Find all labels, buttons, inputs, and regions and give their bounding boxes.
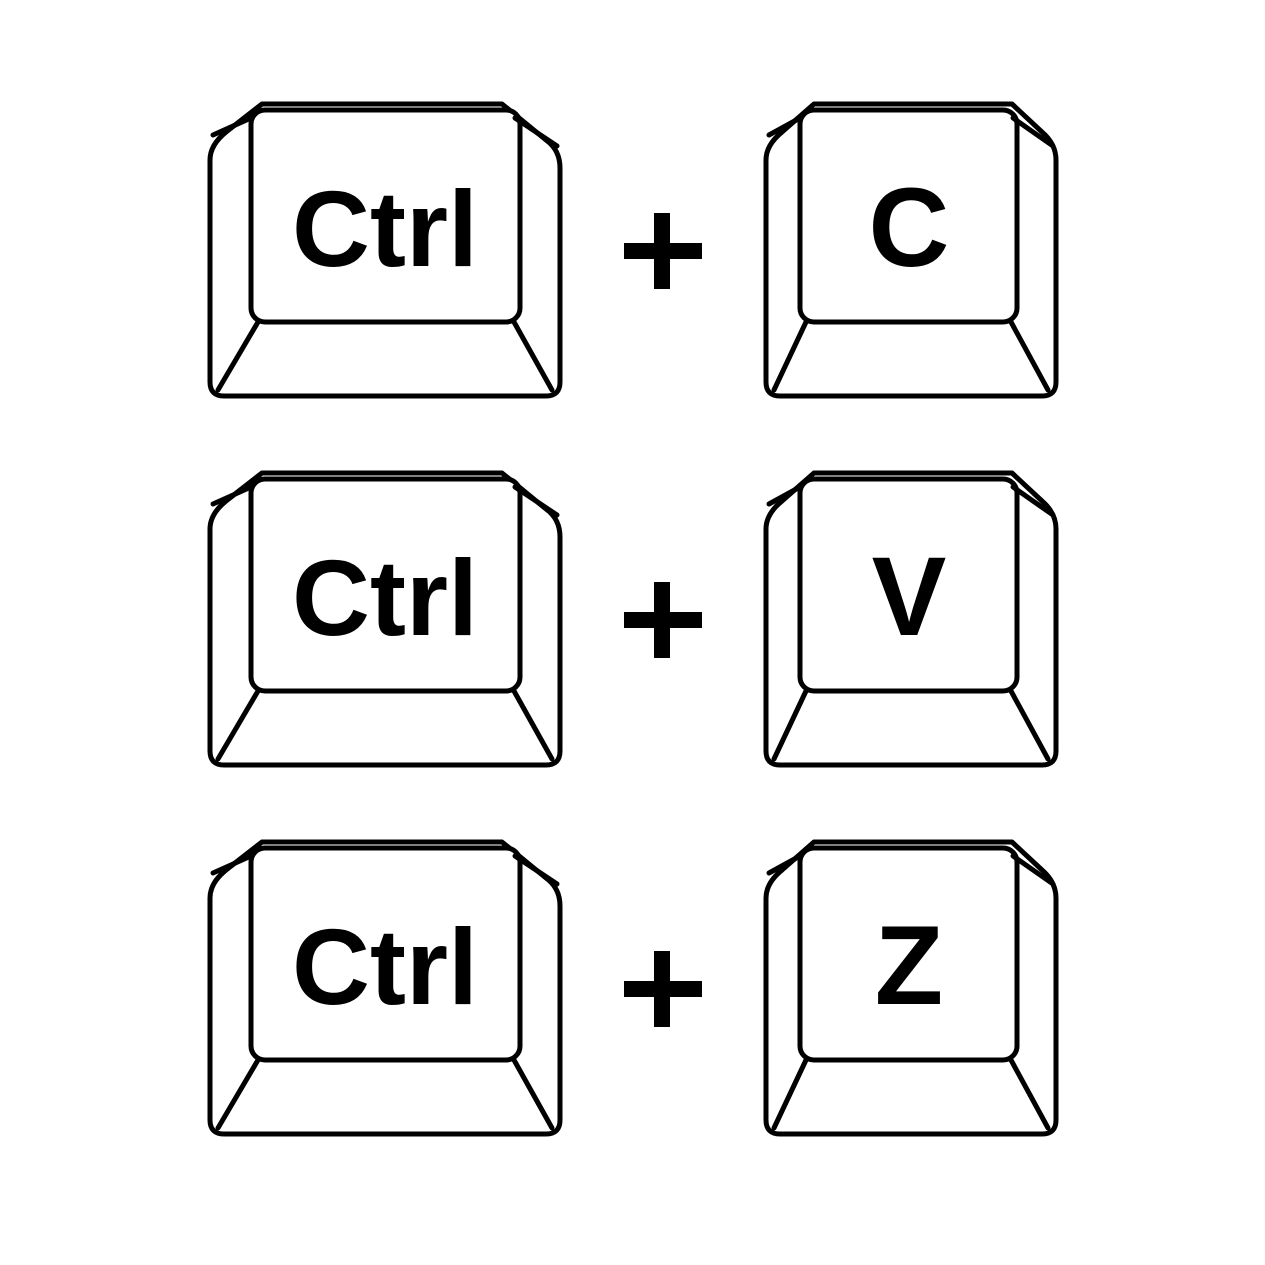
- shortcut-row-paste: Ctrl + V: [207, 470, 1059, 768]
- z-key-icon: Z: [763, 839, 1059, 1137]
- z-key-label: Z: [875, 903, 943, 1028]
- ctrl-key-icon: Ctrl: [207, 101, 563, 399]
- plus-icon: +: [624, 951, 702, 1027]
- shortcut-row-copy: Ctrl + C: [207, 101, 1059, 399]
- ctrl-key-label: Ctrl: [292, 168, 478, 289]
- v-key-label: V: [872, 534, 947, 659]
- c-key-icon: C: [763, 101, 1059, 399]
- ctrl-key-label: Ctrl: [292, 906, 478, 1027]
- ctrl-key-icon: Ctrl: [207, 470, 563, 768]
- shortcut-row-undo: Ctrl + Z: [207, 839, 1059, 1137]
- ctrl-key-icon: Ctrl: [207, 839, 563, 1137]
- plus-icon: +: [624, 213, 702, 289]
- c-key-label: C: [869, 165, 950, 290]
- v-key-icon: V: [763, 470, 1059, 768]
- ctrl-key-label: Ctrl: [292, 537, 478, 658]
- plus-icon: +: [624, 582, 702, 658]
